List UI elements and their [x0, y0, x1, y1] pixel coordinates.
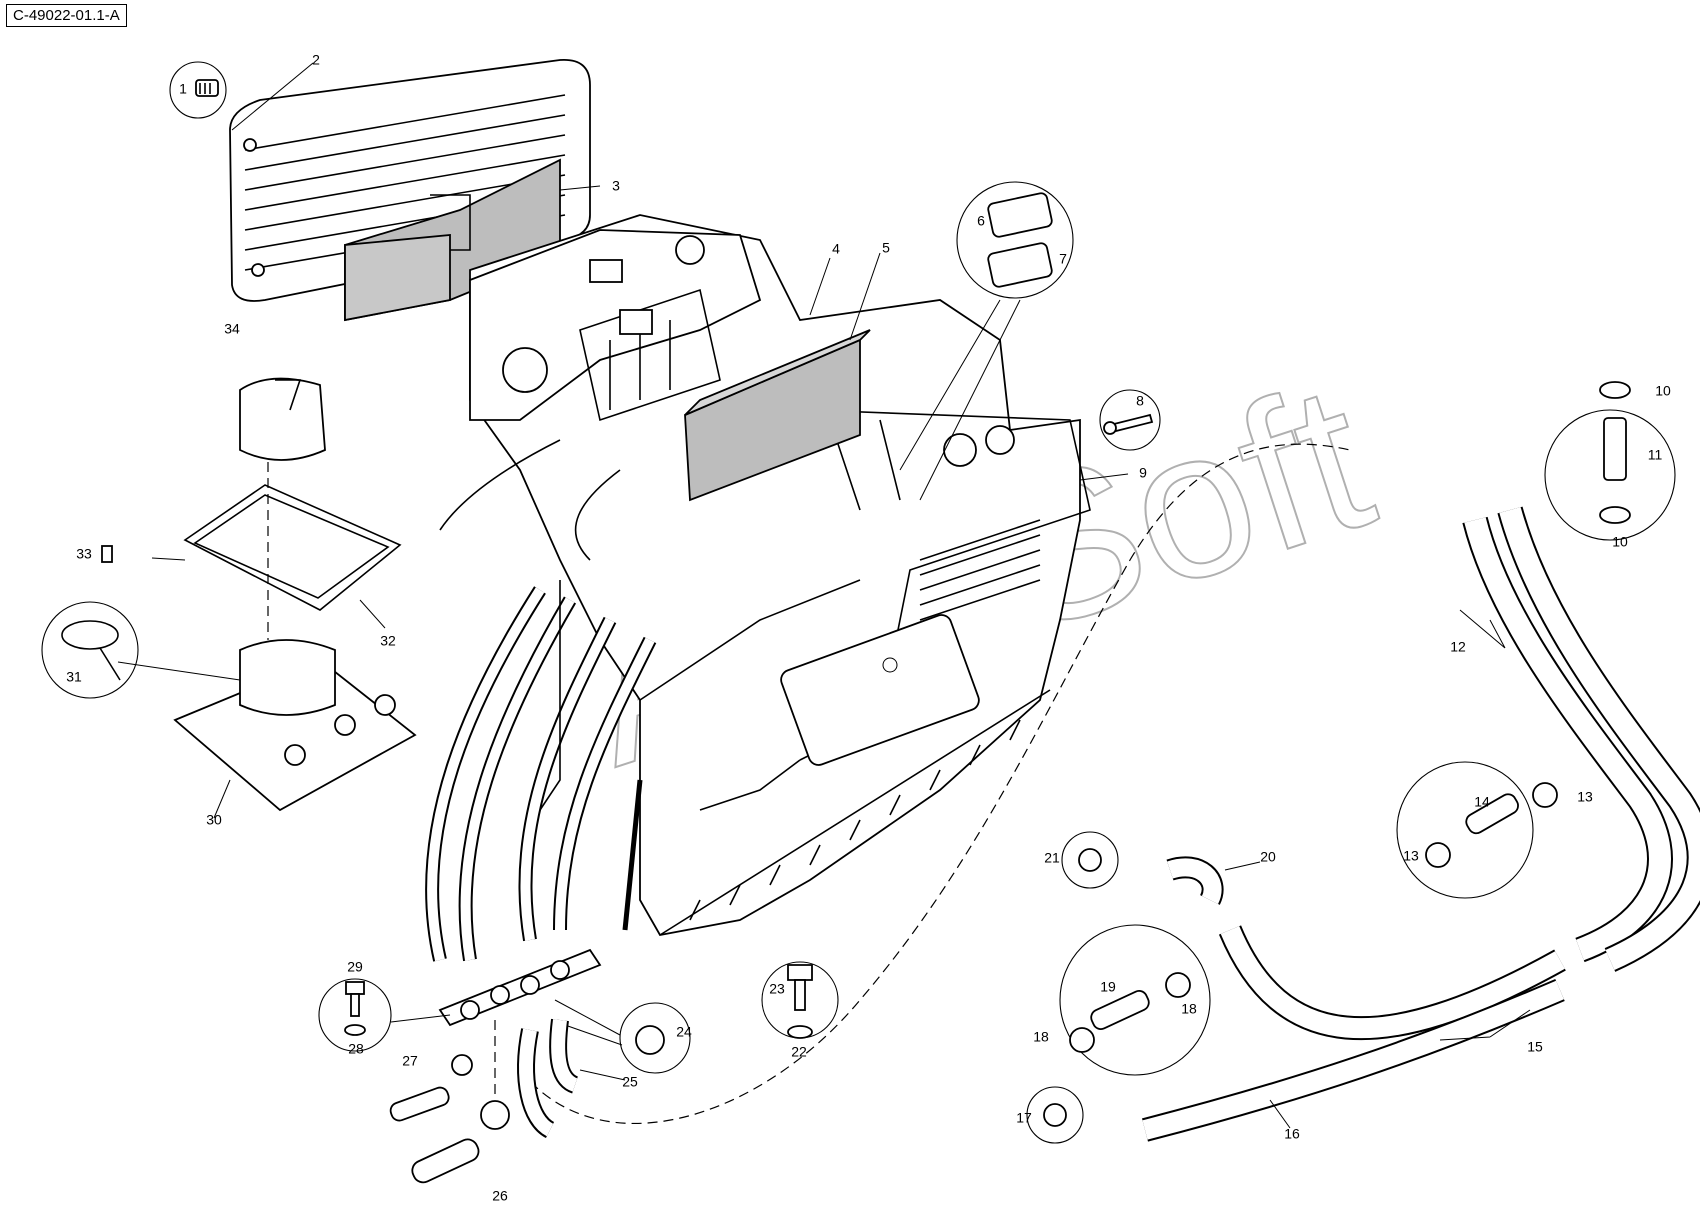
part-32-gasket	[183, 484, 402, 611]
part-1-screw	[169, 61, 227, 119]
part-12-hoses	[1462, 506, 1700, 972]
callout-17: 17	[1016, 1110, 1032, 1126]
part-17-clamp	[1026, 1086, 1084, 1144]
callout-1: 1	[179, 81, 187, 97]
part-20-21-elbow	[1061, 831, 1224, 905]
callout-20: 20	[1260, 849, 1276, 865]
callout-10b: 10	[1612, 534, 1628, 550]
part-26-fitting	[411, 1100, 510, 1184]
callout-5: 5	[882, 240, 890, 256]
leader-lines	[117, 62, 1531, 1129]
part-24-clamp	[554, 999, 691, 1074]
callout-4: 4	[832, 241, 840, 257]
callout-28: 28	[348, 1041, 364, 1057]
callout-18a: 18	[1181, 1001, 1197, 1017]
heater-housing-assembly	[469, 214, 1091, 937]
part-28-29-bolt	[318, 978, 392, 1052]
part-3-filter-block	[344, 158, 561, 322]
callout-25: 25	[622, 1074, 638, 1090]
callout-22: 22	[791, 1044, 807, 1060]
callout-24: 24	[676, 1024, 692, 1040]
blower-module	[439, 229, 762, 561]
callout-16: 16	[1284, 1126, 1300, 1142]
callout-6: 6	[977, 213, 985, 229]
callout-11: 11	[1648, 447, 1663, 463]
coolant-hoses	[425, 580, 657, 962]
callout-10a: 10	[1655, 383, 1671, 399]
callout-33: 33	[76, 546, 92, 562]
connector-plate	[438, 948, 602, 1027]
callout-30: 30	[206, 812, 222, 828]
callout-15: 15	[1527, 1039, 1543, 1055]
callout-31: 31	[66, 669, 82, 685]
part-8-screw	[1099, 389, 1161, 451]
callout-21: 21	[1044, 850, 1060, 866]
part-13-14-coupler	[1396, 761, 1558, 899]
callout-labels: 1 2 3 4 5 6 7 8 9 10 11 10 12 13 14 13 2…	[66, 52, 1671, 1204]
callout-14: 14	[1474, 794, 1490, 810]
part-33-screw	[101, 545, 113, 563]
callout-13b: 13	[1403, 848, 1419, 864]
callout-18b: 18	[1033, 1029, 1049, 1045]
callout-3: 3	[612, 178, 620, 194]
part-25-hoses	[517, 1018, 579, 1139]
part-6-7-switches	[899, 181, 1074, 501]
callout-26: 26	[492, 1188, 508, 1204]
callout-7: 7	[1059, 251, 1067, 267]
part-5-filter	[684, 329, 871, 502]
callout-19: 19	[1100, 979, 1116, 995]
callout-34: 34	[224, 321, 240, 337]
callout-27: 27	[402, 1053, 418, 1069]
part-31-cable-tie	[41, 601, 139, 699]
callout-8: 8	[1136, 393, 1144, 409]
part-34-sleeve	[239, 377, 326, 461]
part-10-11-coupler	[1544, 381, 1676, 541]
callout-23: 23	[769, 981, 785, 997]
part-18-19-coupler	[1059, 924, 1211, 1076]
callout-32: 32	[380, 633, 396, 649]
routing-dashed-line	[519, 443, 1351, 1125]
callout-12: 12	[1450, 639, 1466, 655]
callout-29: 29	[347, 959, 363, 975]
part-27-fitting	[389, 1054, 473, 1122]
diagram-id-label: C-49022-01.1-A	[6, 4, 127, 27]
part-30-duct-base	[173, 639, 417, 812]
callout-2: 2	[312, 52, 320, 68]
part-15-16-hoses	[1142, 925, 1566, 1142]
callout-9: 9	[1139, 465, 1147, 481]
callout-13a: 13	[1577, 789, 1593, 805]
part-22-23-bolt	[761, 961, 839, 1039]
